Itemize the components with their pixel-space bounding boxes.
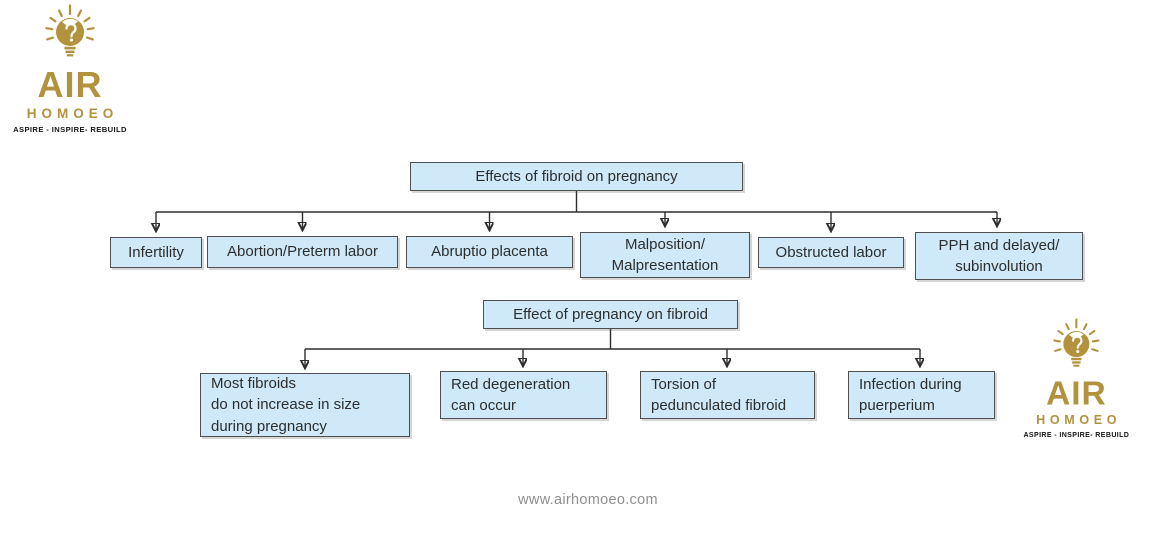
node-most-fibroids-no-increase: Most fibroids do not increase in size du… [200, 373, 410, 437]
lightbulb-rays-icon [1053, 318, 1100, 367]
node-malposition-malpresentation: Malposition/ Malpresentation [580, 232, 750, 278]
node-red-degeneration: Red degeneration can occur [440, 371, 607, 419]
website-url: www.airhomoeo.com [518, 492, 658, 508]
lightbulb-rays-icon [45, 4, 95, 57]
node-obstructed-labor: Obstructed labor [758, 237, 904, 268]
node-effects-of-fibroid-on-pregnancy: Effects of fibroid on pregnancy [410, 162, 743, 191]
node-torsion-pedunculated-fibroid: Torsion of pedunculated fibroid [640, 371, 815, 419]
node-infertility: Infertility [110, 237, 202, 268]
air-homoeo-logo-bottom-right: AIR HOMOEO ASPIRE - INSPIRE- REBUILD [1023, 318, 1129, 439]
logo-subtitle: HOMOEO [26, 106, 119, 121]
air-homoeo-logo-top-left: AIR HOMOEO ASPIRE - INSPIRE- REBUILD [13, 4, 127, 134]
logo-tagline: ASPIRE - INSPIRE- REBUILD [1023, 430, 1130, 439]
logo-subtitle: HOMOEO [1036, 412, 1122, 427]
node-pph-delayed-subinvolution: PPH and delayed/ subinvolution [915, 232, 1083, 280]
logo-tagline: ASPIRE - INSPIRE- REBUILD [13, 125, 127, 134]
node-abruptio-placenta: Abruptio placenta [406, 236, 573, 268]
logo-wordmark: AIR [1046, 373, 1107, 412]
logo-wordmark: AIR [37, 64, 103, 105]
node-abortion-preterm-labor: Abortion/Preterm labor [207, 236, 398, 268]
node-effect-of-pregnancy-on-fibroid: Effect of pregnancy on fibroid [483, 300, 738, 329]
node-infection-during-puerperium: Infection during puerperium [848, 371, 995, 419]
